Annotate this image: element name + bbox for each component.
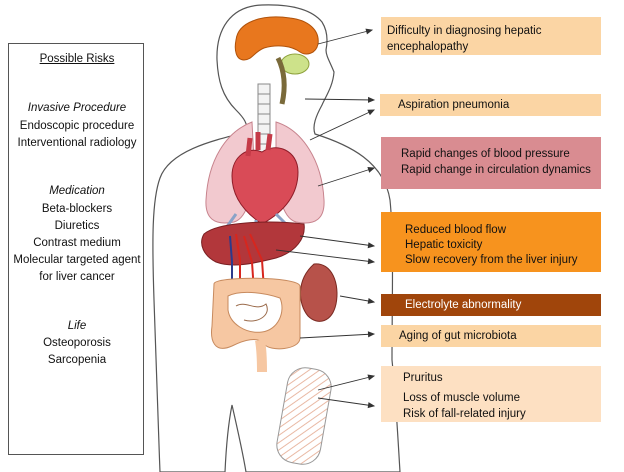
arrow-head-icon (367, 96, 376, 103)
risk-item: Diuretics (54, 220, 100, 232)
connector-line (304, 98, 375, 101)
connector-line (299, 235, 375, 247)
possible-risks-title: Possible Risks (39, 53, 115, 65)
complication-box-microbiota: Aging of gut microbiota (381, 325, 601, 347)
brainstem-icon (275, 56, 287, 105)
complication-text: encephalopathy (387, 41, 469, 53)
complication-box-muscle: Pruritus Loss of muscle volume Risk of f… (381, 366, 601, 422)
arrow-head-icon (367, 109, 376, 116)
arrow-head-icon (365, 28, 374, 35)
possible-risks-panel: Possible Risks Invasive Procedure Endosc… (8, 43, 144, 455)
connector-line (275, 249, 375, 263)
risk-category-medication: Medication (49, 185, 105, 197)
liver-icon (201, 221, 305, 266)
arrow-head-icon (367, 242, 376, 249)
risk-category-life: Life (67, 320, 87, 332)
risk-item: Endoscopic procedure (19, 120, 135, 132)
risk-item: Contrast medium (33, 237, 121, 249)
complication-text: Rapid change in circulation dynamics (401, 164, 591, 176)
complication-box-electrolyte: Electrolyte abnormality (381, 294, 601, 316)
connector-line (317, 29, 373, 45)
connector-line (317, 397, 375, 407)
arrow-head-icon (367, 258, 376, 265)
arrow-head-icon (367, 166, 376, 173)
complication-text: Rapid changes of blood pressure (401, 148, 570, 160)
arrow-head-icon (367, 331, 376, 338)
risk-item: Beta-blockers (41, 203, 113, 215)
arrow-head-icon (367, 402, 376, 409)
complication-box-blood-pressure: Rapid changes of blood pressure Rapid ch… (381, 137, 601, 189)
complication-box-encephalopathy: Difficulty in diagnosing hepatic encepha… (381, 17, 601, 55)
complication-text: Hepatic toxicity (405, 239, 483, 251)
arrow-head-icon (367, 297, 376, 304)
risk-item: Interventional radiology (17, 137, 137, 149)
complication-text: Reduced blood flow (405, 224, 507, 236)
complication-text: Loss of muscle volume (403, 392, 520, 404)
complication-text: Pruritus (403, 372, 443, 384)
connector-line (299, 333, 375, 339)
cerebellum-icon (280, 53, 310, 75)
complication-text: Slow recovery from the liver injury (405, 254, 578, 266)
complication-text: Difficulty in diagnosing hepatic (387, 25, 542, 37)
intestine-icon (211, 277, 301, 373)
complication-box-pneumonia: Aspiration pneumonia (380, 94, 601, 116)
risk-item: Molecular targeted agent (13, 254, 141, 266)
risk-item: for liver cancer (39, 271, 115, 283)
risk-category-invasive: Invasive Procedure (27, 102, 127, 114)
connector-line (317, 167, 375, 187)
connector-line (309, 109, 375, 141)
brain-icon (234, 16, 319, 61)
arrow-head-icon (367, 374, 376, 381)
connector-arrows (275, 28, 376, 409)
risk-item: Sarcopenia (47, 354, 107, 366)
risk-item: Osteoporosis (43, 337, 111, 349)
complication-text: Electrolyte abnormality (405, 299, 522, 311)
complication-text: Risk of fall-related injury (403, 408, 526, 420)
complication-text: Aspiration pneumonia (398, 99, 510, 111)
thigh-muscle-icon (276, 367, 332, 465)
complication-text: Aging of gut microbiota (399, 330, 517, 342)
connector-line (317, 375, 375, 391)
complication-box-liver: Reduced blood flow Hepatic toxicity Slow… (381, 212, 601, 272)
